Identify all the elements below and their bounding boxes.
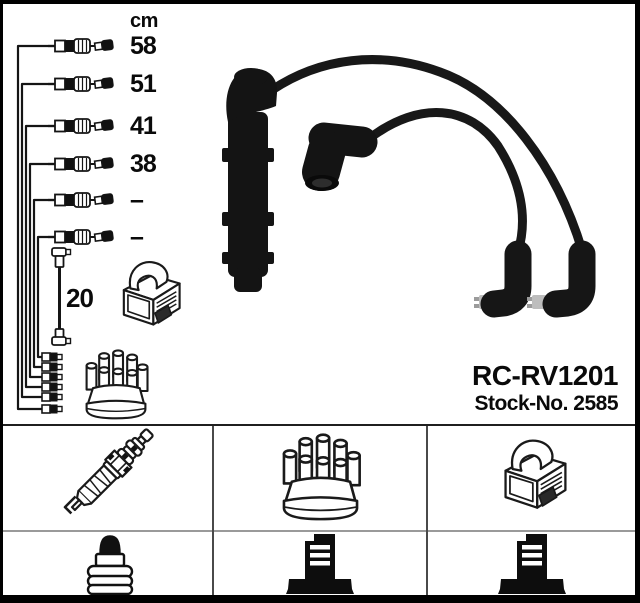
coil-lead-length-label: 20 bbox=[66, 283, 94, 313]
lead-connector-icon bbox=[46, 228, 115, 246]
lead-length-1: 58 bbox=[130, 32, 157, 60]
frame-right bbox=[635, 0, 640, 603]
stub-connector-icon bbox=[41, 372, 63, 382]
lead-connector-icon bbox=[46, 191, 115, 209]
pencil-boot bbox=[222, 68, 278, 292]
lead-length-4: 38 bbox=[130, 150, 157, 178]
angled-boot bbox=[527, 240, 596, 318]
legend-row-divider bbox=[3, 530, 635, 532]
frame-left bbox=[0, 0, 3, 603]
legend-top-divider bbox=[3, 424, 635, 426]
distributor-cap-icon bbox=[282, 433, 361, 521]
lead-connector-icon bbox=[46, 117, 115, 135]
unit-label: cm bbox=[130, 10, 158, 32]
spark-plug-icon bbox=[60, 422, 160, 522]
stub-connector-icon bbox=[41, 362, 63, 372]
stub-connector-icon bbox=[41, 382, 63, 392]
part-number: RC-RV1201 bbox=[472, 360, 618, 391]
lead-length-6: – bbox=[130, 223, 144, 251]
coil-terminal-icon bbox=[498, 534, 566, 594]
distributor-cap-drawing bbox=[85, 349, 149, 420]
stub-connector-icon bbox=[41, 352, 63, 362]
plug-boot-icon bbox=[86, 535, 134, 596]
ignition-coil-icon bbox=[504, 439, 567, 509]
wiring-diagram bbox=[16, 37, 181, 420]
cable bbox=[269, 55, 587, 252]
lead-connector-icon bbox=[46, 37, 115, 55]
legend-column-divider bbox=[212, 426, 214, 595]
stub-connector-icon bbox=[41, 392, 63, 402]
frame-top bbox=[0, 0, 640, 4]
cable bbox=[367, 108, 527, 254]
stock-number: Stock-No. 2585 bbox=[474, 392, 618, 415]
angled-boot bbox=[474, 240, 532, 318]
lead-connector-icon bbox=[46, 155, 115, 173]
distributor-terminal-icon bbox=[286, 534, 354, 594]
frame-bottom bbox=[0, 595, 640, 603]
elbow-boot bbox=[302, 122, 378, 191]
stub-connector-icon bbox=[41, 404, 63, 414]
harness-wires bbox=[16, 44, 48, 411]
lead-length-5: – bbox=[130, 186, 144, 214]
legend-column-divider bbox=[426, 426, 428, 595]
lead-connector-icon bbox=[46, 75, 115, 93]
coil-lead-drawing bbox=[51, 247, 72, 346]
lead-length-2: 51 bbox=[130, 70, 157, 98]
cable-set-photo bbox=[222, 55, 596, 318]
lead-length-3: 41 bbox=[130, 112, 157, 140]
ignition-coil-drawing bbox=[122, 260, 181, 326]
